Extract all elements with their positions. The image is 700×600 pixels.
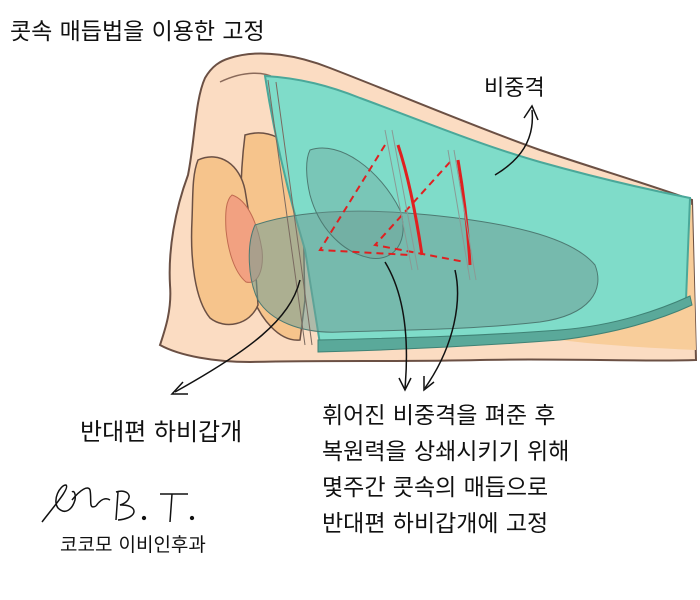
arrow-suture-right: [424, 269, 459, 389]
nostril-outline: [190, 156, 259, 326]
description-line: 복원력을 상쇄시키기 위해: [322, 439, 570, 465]
clinic-name: 코코모 이비인후과: [60, 534, 206, 556]
description-line: 휘어진 비중격을 펴준 후: [322, 403, 556, 429]
artist-signature: [41, 484, 195, 523]
arrow-to-turbinate-label: [174, 279, 301, 393]
septum-base: [317, 295, 693, 353]
suture-dashed-right: [373, 161, 466, 263]
opposite-turbinate: [248, 210, 599, 333]
page-title: 콧속 매듭법을 이용한 고정: [10, 19, 265, 45]
procedure-description: 휘어진 비중격을 펴준 후 복원력을 상쇄시키기 위해 몇주간 콧속의 매듭으로…: [322, 398, 569, 542]
arrow-to-septum: [494, 109, 534, 176]
description-line: 반대편 하비갑개에 고정: [322, 511, 549, 537]
description-line: 몇주간 콧속의 매듭으로: [322, 475, 549, 501]
opposite-turbinate-label: 반대편 하비갑개: [80, 418, 243, 446]
suture-dashed-left: [318, 144, 411, 256]
suture-solid-right: [456, 159, 472, 266]
septum-label: 비중격: [484, 76, 545, 101]
suture-solid-left: [396, 144, 424, 256]
arrow-suture-left: [384, 261, 408, 389]
